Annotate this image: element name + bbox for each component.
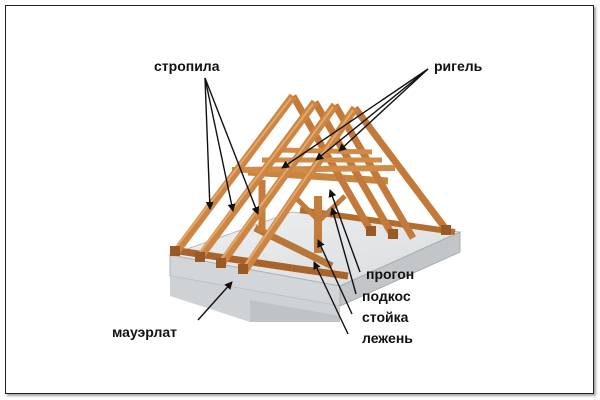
arrow-crossbar-2 <box>315 68 429 161</box>
arrow-strut <box>330 207 357 295</box>
arrow-wall-plate <box>197 281 233 321</box>
label-post: стойка <box>362 309 409 325</box>
leader-arrows <box>197 68 429 335</box>
label-strut: подкос <box>362 288 411 304</box>
label-wall-plate: мауэрлат <box>112 324 178 340</box>
label-purlin: прогон <box>366 266 415 282</box>
arrow-rafters-3 <box>204 77 260 215</box>
arrow-post <box>317 239 353 315</box>
arrow-rafters-1 <box>204 77 214 210</box>
wall-plate-front <box>171 246 293 272</box>
label-sill: лежень <box>362 330 413 346</box>
arrow-crossbar-1 <box>281 68 429 169</box>
label-rafters: стропила <box>154 58 220 74</box>
arrow-purlin <box>328 189 361 273</box>
arrow-crossbar-3 <box>338 68 429 152</box>
purlin-beam <box>247 168 389 185</box>
roof-frame <box>170 93 456 280</box>
arrow-rafters-2 <box>204 77 236 212</box>
arrow-sill <box>313 261 349 335</box>
label-crossbar: ригель <box>434 58 483 74</box>
